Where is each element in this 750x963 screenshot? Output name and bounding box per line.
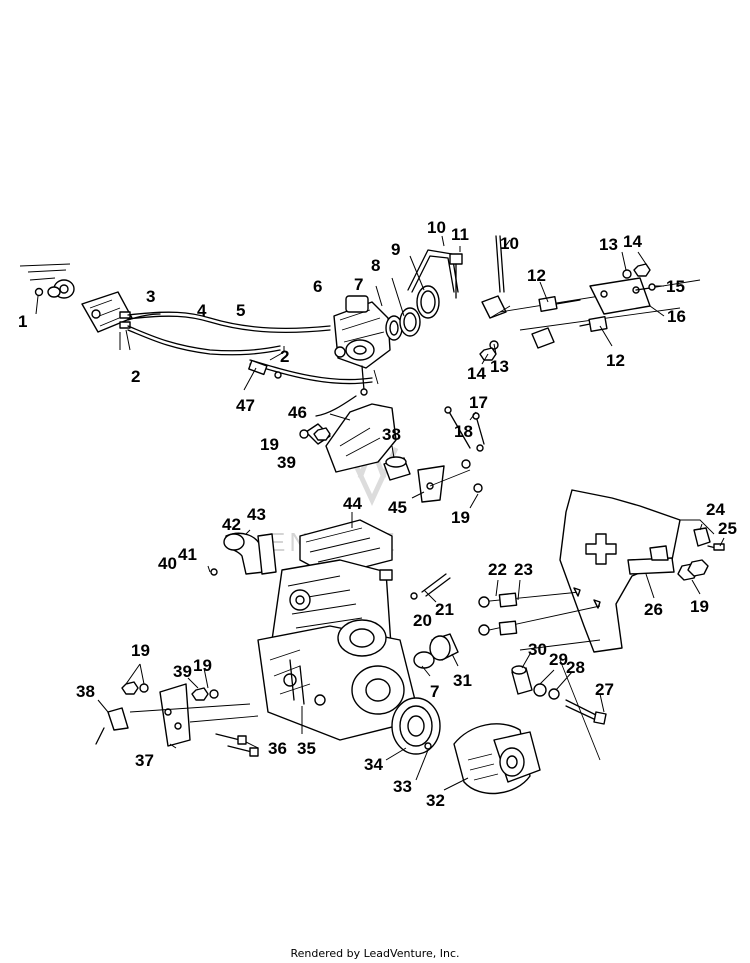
callout-4: 4 (197, 301, 207, 320)
callout-5: 5 (236, 301, 245, 320)
callout-7-lower: 7 (430, 682, 439, 701)
callout-45: 45 (388, 498, 407, 517)
callout-1: 1 (18, 312, 27, 331)
callout-17: 17 (469, 393, 488, 412)
callout-7: 7 (354, 275, 363, 294)
callout-19-lower: 19 (193, 656, 212, 675)
callout-47: 47 (236, 396, 255, 415)
callout-20: 20 (413, 611, 432, 630)
callout-41: 41 (178, 545, 197, 564)
callout-29: 29 (549, 650, 568, 669)
callout-13b: 13 (490, 357, 509, 376)
leader-lines (35, 235, 725, 791)
engine-block (257, 519, 421, 741)
callout-33: 33 (393, 777, 412, 796)
chassis-frame (478, 489, 725, 761)
callout-34: 34 (364, 755, 383, 774)
callout-2b: 2 (280, 347, 289, 366)
boot-31 (413, 633, 459, 669)
intake-boots (385, 285, 440, 341)
spacer-bolt (511, 665, 607, 725)
callout-13a: 13 (599, 235, 618, 254)
pin-20-21 (410, 573, 451, 600)
callout-39-lower: 39 (173, 662, 192, 681)
callout-3: 3 (146, 287, 155, 306)
callout-19-left: 19 (131, 641, 150, 660)
callout-36: 36 (268, 739, 287, 758)
callout-11: 11 (451, 225, 469, 244)
footer-credit: Rendered by LeadVenture, Inc. (290, 947, 460, 960)
callout-35: 35 (297, 739, 316, 758)
recoil-cover (305, 395, 485, 503)
front-bracket (95, 659, 305, 757)
carburetor (333, 295, 391, 396)
callout-37: 37 (135, 751, 154, 770)
callout-27: 27 (595, 680, 614, 699)
callout-19-mid: 19 (451, 508, 470, 527)
callout-43: 43 (247, 505, 266, 524)
callout-39-upper: 39 (277, 453, 296, 472)
callout-38-lower: 38 (76, 682, 95, 701)
upper-mounts (479, 263, 701, 361)
callout-25: 25 (718, 519, 737, 538)
drive-clutch (391, 697, 541, 795)
callout-15: 15 (666, 277, 685, 296)
hardware-19-39-upper (299, 427, 331, 441)
vent-hoses (407, 235, 555, 349)
callout-19-upper: 19 (260, 435, 279, 454)
callout-14b: 14 (467, 364, 486, 383)
callout-21: 21 (435, 600, 454, 619)
callout-10a: 10 (427, 218, 446, 237)
callout-26: 26 (644, 600, 663, 619)
callout-22: 22 (488, 560, 507, 579)
callout-18: 18 (454, 422, 473, 441)
callout-6: 6 (313, 277, 322, 296)
callout-44: 44 (343, 494, 362, 513)
callout-46: 46 (288, 403, 307, 422)
callout-24: 24 (706, 500, 725, 519)
callout-23: 23 (514, 560, 533, 579)
callout-42: 42 (222, 515, 241, 534)
callout-32: 32 (426, 791, 445, 810)
callout-28: 28 (566, 658, 585, 677)
callout-10b: 10 (500, 234, 519, 253)
fuel-lines (127, 311, 373, 385)
callout-31: 31 (453, 671, 472, 690)
callout-40: 40 (158, 554, 177, 573)
callout-2a: 2 (131, 367, 140, 386)
callout-9: 9 (391, 240, 400, 259)
callout-14a: 14 (623, 232, 642, 251)
callout-12b: 12 (606, 351, 625, 370)
callout-16: 16 (667, 307, 686, 326)
callout-8: 8 (371, 256, 380, 275)
callout-numbers: 1 2 2 3 4 5 47 6 7 8 9 10 11 10 12 13 14… (18, 218, 737, 810)
fuel-pump-assembly (19, 263, 133, 333)
intake-elbow (210, 532, 277, 576)
callout-38-upper: 38 (382, 425, 401, 444)
callout-30: 30 (528, 640, 547, 659)
callout-19-right: 19 (690, 597, 709, 616)
callout-12a: 12 (527, 266, 546, 285)
